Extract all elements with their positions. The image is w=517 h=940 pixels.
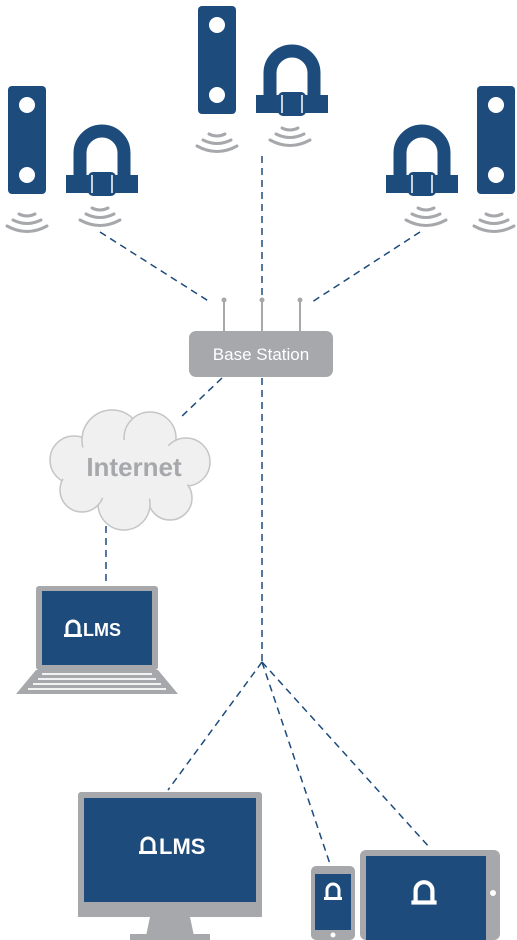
- connection-line-internet: [179, 377, 223, 419]
- load-cell-icon: [198, 6, 236, 114]
- wireless-signal-icon: [78, 206, 122, 227]
- internet-label: Internet: [86, 452, 182, 482]
- router-icon: [189, 331, 333, 377]
- base-station: Base Station: [189, 297, 333, 377]
- tablet-icon: [360, 850, 500, 940]
- laptop-screen-logo: LMS: [62, 619, 121, 640]
- connection-line-left-sensors: [99, 231, 211, 303]
- base-station-label: Base Station: [213, 345, 309, 364]
- load-cell-icon: [8, 86, 46, 194]
- connection-line-phone: [261, 661, 331, 865]
- wireless-signal-icon: [195, 132, 239, 153]
- internet-cloud: Internet: [49, 409, 211, 531]
- connection-line-monitor: [167, 661, 263, 791]
- wireless-signal-icon: [472, 212, 516, 233]
- wireless-signal-icon: [268, 126, 312, 147]
- monitor-app-label: LMS: [159, 834, 205, 859]
- laptop-icon: LMS: [16, 586, 178, 694]
- laptop-app-label: LMS: [83, 620, 121, 640]
- monitor-icon: LMS: [78, 792, 262, 940]
- connection-line-right-sensors: [311, 231, 421, 303]
- connection-line-tablet: [261, 661, 431, 849]
- wireless-signal-icon: [404, 206, 448, 227]
- wireless-signal-icon: [5, 212, 49, 233]
- antenna-icon: [221, 297, 303, 332]
- shackle-icon: [66, 131, 138, 196]
- connection-lines: [99, 156, 431, 865]
- monitor-screen-logo: LMS: [137, 834, 205, 859]
- shackle-icon: [256, 51, 328, 116]
- sensor-group-right: [386, 86, 516, 233]
- sensor-group-left: [5, 86, 138, 233]
- load-cell-icon: [477, 86, 515, 194]
- sensor-group-center: [195, 6, 328, 153]
- laptop-keyboard: [28, 673, 166, 690]
- shackle-icon: [386, 131, 458, 196]
- phone-icon: [311, 866, 355, 940]
